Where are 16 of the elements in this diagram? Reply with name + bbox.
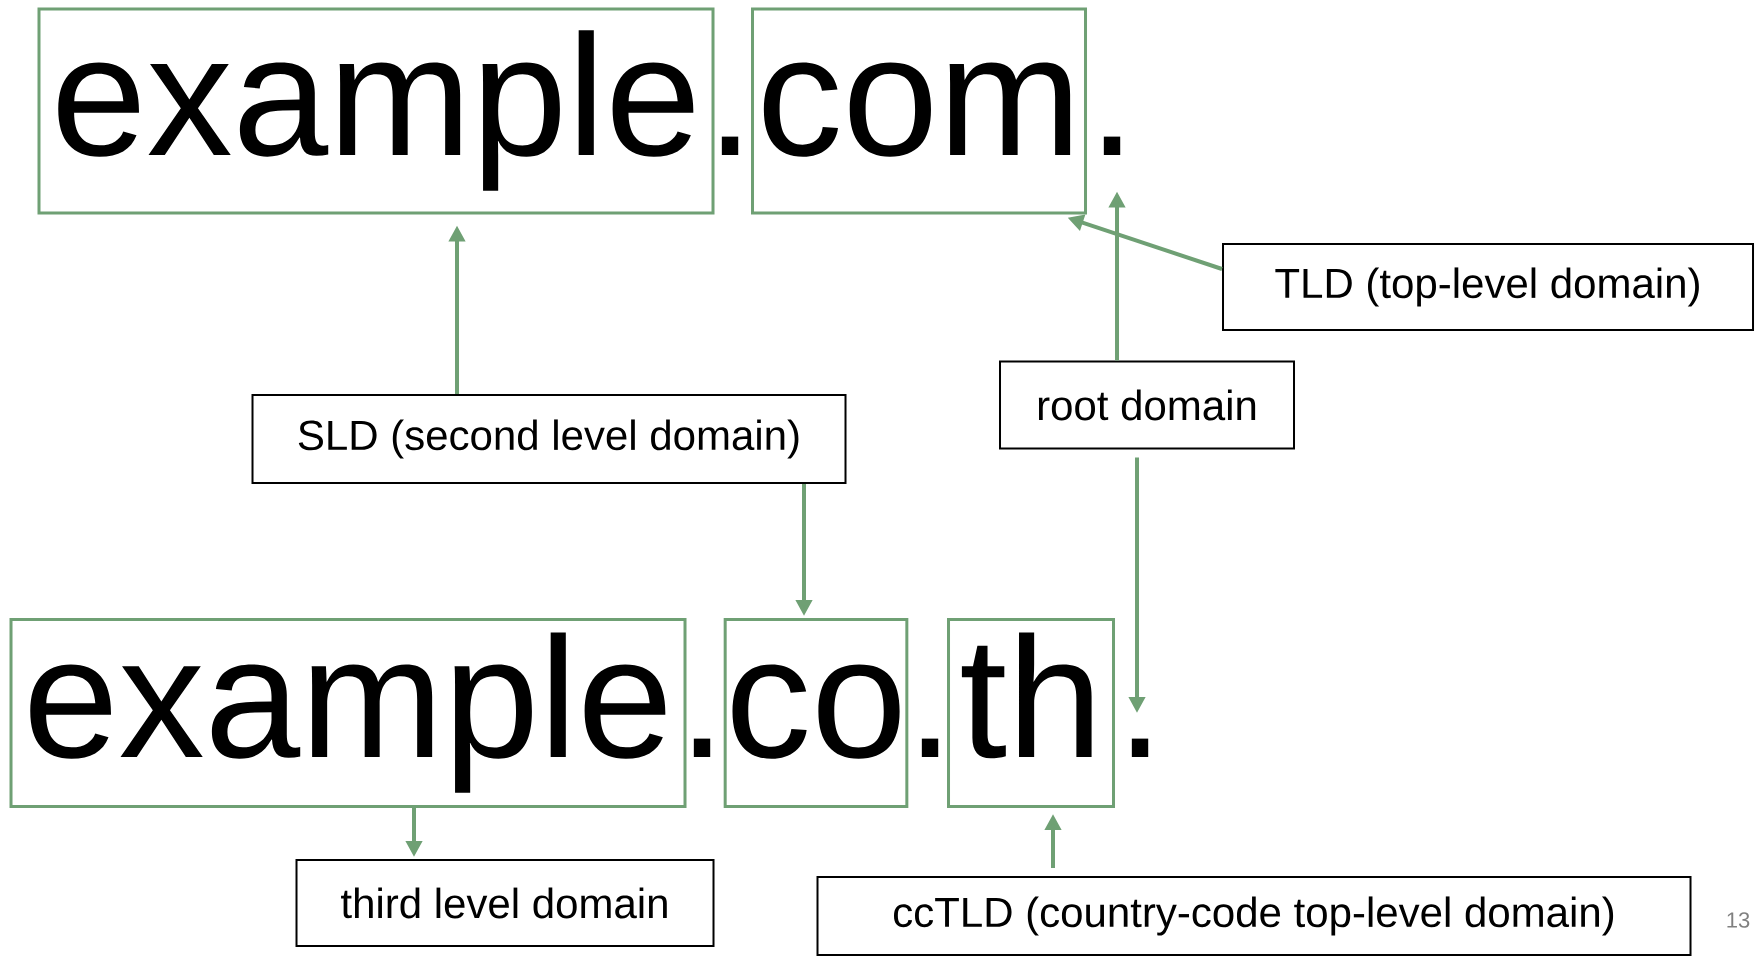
separator-dot: . <box>1131 738 1149 757</box>
separator-dot: . <box>921 738 939 757</box>
separator-dot: . <box>721 136 739 155</box>
domain-box: co <box>723 618 909 808</box>
page-number: 13 <box>1727 912 1750 928</box>
domain-box: example <box>37 7 715 215</box>
callout-box: SLD (second level domain) <box>251 394 847 484</box>
callout-box: third level domain <box>295 859 715 947</box>
domain-box: th <box>947 618 1115 808</box>
separator-dot: . <box>693 738 711 757</box>
callout-box: ccTLD (country-code top-level domain) <box>816 876 1692 956</box>
domain-box: com <box>751 7 1087 215</box>
separator-dot: . <box>1103 136 1121 155</box>
callout-box: TLD (top-level domain) <box>1222 243 1754 331</box>
domain-box: example <box>9 618 687 808</box>
callout-box: root domain <box>999 360 1295 450</box>
